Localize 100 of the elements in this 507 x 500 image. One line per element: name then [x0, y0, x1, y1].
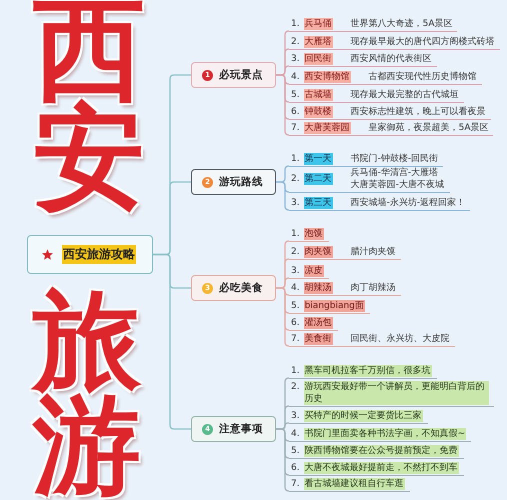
item-number: 7. — [291, 478, 300, 490]
highlighted-text: 黑车司机拉客千万别信，很多坑 — [304, 364, 432, 376]
list-item — [289, 120, 494, 136]
item-number: 5. — [291, 88, 300, 100]
list-item — [289, 34, 500, 50]
item-description: 皇家御苑，夜景超美，5A景区 — [368, 122, 488, 134]
list-item — [289, 152, 444, 166]
highlighted-text: 陕西博物馆要在公众号提前预定，免费 — [304, 444, 459, 456]
connector-line — [276, 74, 290, 136]
topic-box — [191, 416, 276, 442]
item-description: 西安标志性建筑，晚上可以看夜景 — [350, 106, 486, 118]
item-number: 6. — [291, 462, 300, 474]
list-item — [289, 460, 464, 476]
item-description: 回民街、永兴坊、大皮院 — [350, 332, 450, 344]
title-text: 西安旅游攻略 — [62, 245, 136, 264]
highlighted-text: 兵马俑 — [304, 18, 333, 30]
item-number: 2. — [291, 36, 300, 48]
highlighted-text: 买特产的时候一定要货比三家 — [304, 410, 423, 422]
item-number: 1. — [291, 228, 300, 240]
item-description: 古都西安现代性历史博物馆 — [368, 70, 477, 82]
topic-box — [191, 62, 276, 88]
calligraphy-text: 西安 — [33, 0, 145, 212]
item-description: 世界第八大奇迹，5A景区 — [350, 18, 452, 30]
highlighted-text: 大唐不夜城最好提前走，不然打不到车 — [304, 462, 459, 474]
highlighted-text: 肉夹馍 — [304, 246, 333, 258]
list-item — [289, 16, 458, 32]
list-item — [289, 244, 401, 260]
connector-line — [276, 287, 290, 347]
item-description: 兵马俑-华清宫-大雁塔大唐芙蓉园-大唐不夜城 — [350, 166, 445, 190]
list-item — [289, 104, 491, 120]
item-number: 1. — [291, 364, 300, 376]
item-description: 书院门-钟鼓楼-回民街 — [350, 152, 438, 164]
list-item — [289, 316, 338, 330]
connector-line — [276, 428, 290, 492]
list-item — [289, 88, 464, 102]
item-number: 2. — [291, 246, 300, 258]
item-number: 1. — [291, 152, 300, 164]
topic-box — [191, 275, 276, 301]
list-item — [289, 264, 329, 278]
topic-box — [191, 169, 276, 195]
list-item — [289, 444, 464, 458]
highlighted-text: 书院门里面卖各种书法字画，不知真假~ — [304, 428, 466, 440]
item-number: 3. — [291, 52, 300, 64]
item-number: 3. — [291, 264, 300, 276]
item-description: 西安城墙-永兴坊-返程回家！ — [350, 196, 466, 208]
item-number: 6. — [291, 316, 300, 328]
highlighted-text: 大雁塔 — [304, 36, 333, 48]
connector-line — [276, 181, 290, 211]
item-number: 7. — [291, 332, 300, 344]
topic-label: 必玩景点 — [219, 68, 263, 82]
item-number: 2. — [291, 172, 300, 184]
topic-label: 必吃美食 — [219, 281, 263, 295]
highlighted-text: 第三天 — [304, 196, 333, 208]
highlighted-text: 第一天 — [304, 152, 333, 164]
highlighted-text: 古城墙 — [304, 88, 333, 100]
item-number: 4. — [291, 428, 300, 440]
topic-label: 注意事项 — [219, 422, 263, 436]
item-number: 1. — [291, 18, 300, 30]
list-item — [289, 476, 410, 492]
item-description: 腊汁肉夹馍 — [350, 246, 396, 258]
highlighted-text: 看古城墙建议租自行车逛 — [304, 478, 405, 490]
highlighted-text: 西安博物馆 — [304, 70, 351, 82]
item-number: 3. — [291, 410, 300, 422]
highlighted-text: 回民街 — [304, 52, 333, 64]
list-item — [289, 298, 370, 314]
highlighted-text: biangbiang面 — [304, 300, 365, 312]
item-number: 4. — [291, 282, 300, 294]
topic-label: 游玩路线 — [219, 175, 263, 189]
item-number: 5. — [291, 300, 300, 312]
highlighted-text: 灌汤包 — [304, 316, 333, 328]
item-description: 肉丁胡辣汤 — [350, 282, 396, 294]
item-number: 7. — [291, 122, 300, 134]
item-number: 3. — [291, 196, 300, 208]
list-item — [289, 380, 494, 406]
list-item — [289, 364, 437, 378]
item-description: 西安风情的代表街区 — [350, 52, 432, 64]
list-item — [289, 408, 428, 424]
highlighted-text: 凉皮 — [304, 264, 324, 276]
item-number: 2. — [291, 380, 300, 392]
item-description: 现存最大最完整的古代城垣 — [350, 88, 459, 100]
item-description: 现存最早最大的唐代四方阁楼式砖塔 — [350, 36, 495, 48]
highlighted-text: 泡馍 — [304, 228, 324, 240]
list-item — [289, 332, 455, 346]
highlighted-text: 胡辣汤 — [304, 282, 333, 294]
highlighted-text: 美食街 — [304, 332, 333, 344]
item-number: 5. — [291, 444, 300, 456]
item-number: 4. — [291, 70, 300, 82]
highlighted-text: 第二天 — [304, 172, 333, 184]
list-item — [289, 196, 470, 210]
list-item — [289, 166, 450, 192]
highlighted-text: 钟鼓楼 — [304, 106, 333, 118]
list-item — [289, 70, 482, 84]
list-item — [289, 426, 472, 442]
connector-line — [153, 254, 191, 430]
highlighted-text: 大唐芙蓉园 — [304, 122, 351, 134]
highlighted-text: 游玩西安最好带一个讲解员，更能明白背后的历史 — [304, 380, 490, 404]
list-item — [289, 226, 329, 242]
list-item — [289, 52, 437, 66]
item-number: 6. — [291, 106, 300, 118]
root-topic-box — [27, 235, 153, 274]
